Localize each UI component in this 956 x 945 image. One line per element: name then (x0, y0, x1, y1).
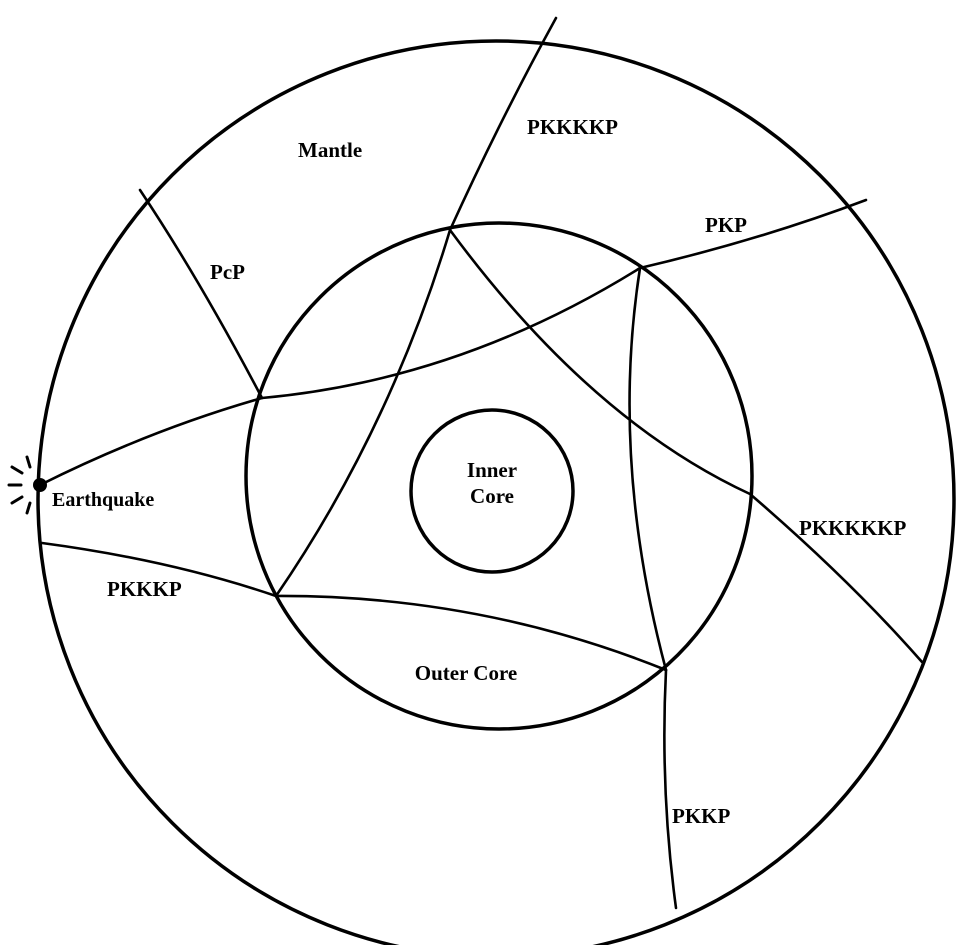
pkkp-mantle-ray (664, 670, 676, 908)
core-chord-bottom (276, 596, 666, 670)
pkp-label: PKP (705, 213, 747, 237)
pkkkkkp-label: PKKKKKP (799, 516, 907, 540)
pcp-label: PcP (210, 260, 245, 284)
earthquake-source-marker (9, 457, 47, 513)
inner-core-label-line2: Core (470, 484, 514, 508)
inner-core-label-line1: Inner (467, 458, 517, 482)
pkkp-label: PKKP (672, 804, 730, 828)
core-chord-right-vertical (630, 268, 666, 670)
mantle-label: Mantle (298, 138, 362, 162)
earthquake-label: Earthquake (52, 489, 154, 511)
outer-core-label: Outer Core (415, 661, 517, 685)
core-chord-top-to-right (450, 230, 750, 494)
pkp-mantle-ray (640, 200, 866, 268)
pcp-ray-path (140, 190, 262, 398)
pkp-core-ray (262, 268, 640, 398)
pkkkkp-label: PKKKKP (527, 115, 618, 139)
earthquake-to-cmb-upper-ray (40, 398, 262, 485)
pkkkp-label: PKKKP (107, 577, 182, 601)
core-chord-top-to-lower-left (276, 230, 450, 596)
